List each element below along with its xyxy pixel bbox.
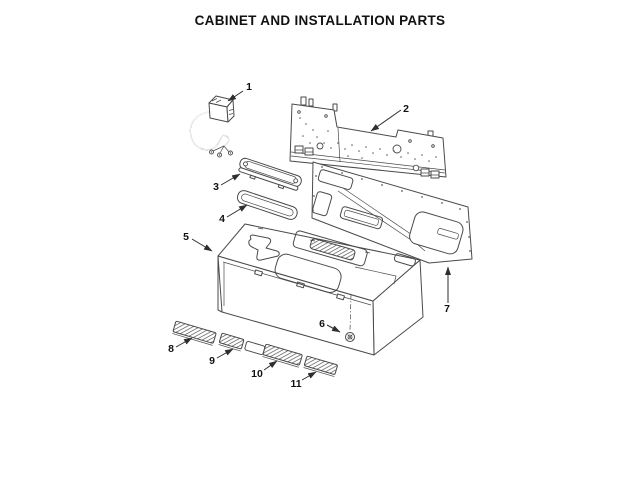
leader-line-6 bbox=[326, 324, 341, 333]
callout-9: 9 bbox=[209, 355, 215, 367]
callout-3: 3 bbox=[213, 181, 219, 193]
part-1-power-cord bbox=[189, 95, 235, 158]
leader-line-5 bbox=[191, 238, 213, 252]
leader-line-8 bbox=[175, 337, 193, 348]
callout-6: 6 bbox=[319, 318, 325, 330]
callout-1: 1 bbox=[246, 81, 252, 93]
callout-labels: 1 2 3 4 5 6 7 8 9 10 11 bbox=[168, 81, 450, 390]
part-8-grille bbox=[172, 320, 217, 346]
cabinet-top-vent bbox=[292, 230, 368, 267]
leader-line-10 bbox=[263, 360, 278, 371]
callout-2: 2 bbox=[403, 103, 409, 115]
callout-10: 10 bbox=[251, 368, 263, 380]
callout-7: 7 bbox=[444, 303, 450, 315]
leader-line-1 bbox=[227, 90, 244, 102]
part-4-gasket bbox=[236, 190, 298, 220]
part-10-grille bbox=[262, 343, 303, 368]
part-9-grille bbox=[218, 332, 245, 352]
callout-8: 8 bbox=[168, 343, 174, 355]
part-6-screw bbox=[345, 293, 355, 342]
part-11-grille bbox=[303, 355, 338, 377]
plate-bracket-right bbox=[420, 168, 440, 179]
leader-line-3 bbox=[220, 173, 241, 186]
part-9-blank-panel bbox=[244, 340, 266, 356]
leader-line-11 bbox=[301, 371, 317, 381]
plate-dimples bbox=[299, 117, 437, 162]
part-3-vent-bracket bbox=[238, 157, 302, 191]
plate-bracket-left bbox=[294, 145, 314, 156]
callout-11: 11 bbox=[290, 378, 301, 390]
callout-4: 4 bbox=[219, 213, 225, 225]
leader-lines bbox=[175, 90, 451, 381]
callout-5: 5 bbox=[183, 231, 189, 243]
page-title: CABINET AND INSTALLATION PARTS bbox=[194, 13, 446, 28]
leader-line-2 bbox=[370, 109, 402, 132]
part-2-mounting-plate bbox=[289, 96, 447, 179]
leader-line-4 bbox=[226, 204, 248, 218]
part-7-side-panel bbox=[311, 161, 473, 264]
leader-line-9 bbox=[216, 348, 234, 359]
panel-rivets bbox=[312, 166, 471, 252]
